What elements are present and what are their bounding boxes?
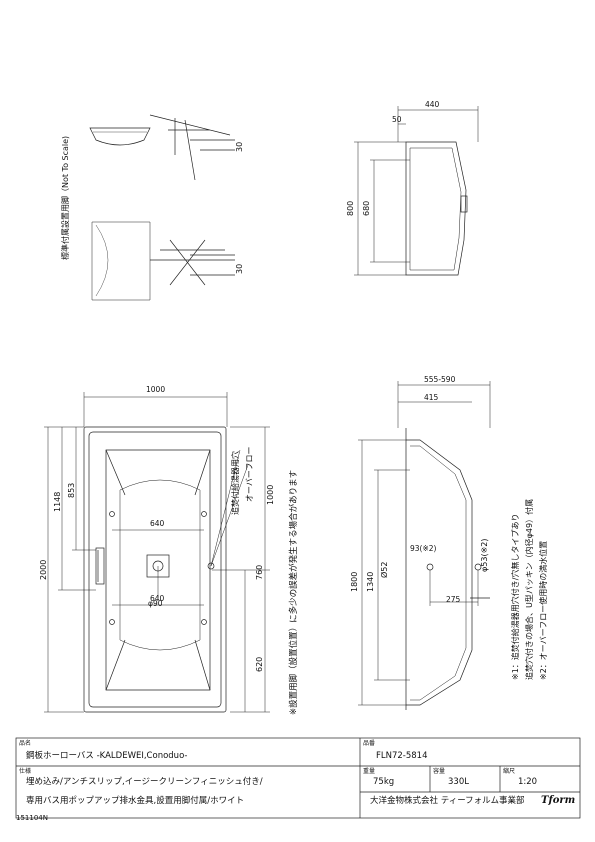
dim-853: 853 [67,482,76,498]
spec-line-1: 埋め込み/アンチスリップ,イージークリーンフィニッシュ付き/ [26,777,263,787]
dim-1000-top: 1000 [146,385,166,394]
installation-warning: ※設置用脚（設置位置）に多少の誤差が発生する場合があります [289,469,299,715]
capacity-value: 330L [448,777,469,787]
dim-2000: 2000 [39,559,48,580]
label-scale: 縮尺 [503,768,516,775]
side-view-bathtub [405,428,490,710]
dim-275: 275 [446,595,461,604]
dim-1340: 1340 [366,571,375,592]
title-block-frame [15,737,581,819]
dim-1148: 1148 [53,491,62,512]
dim-50: 50 [392,115,402,124]
weight-value: 75kg [373,777,395,787]
product-name: 鋼板ホーローバス -KALDEWEI,Conoduo- [26,751,188,761]
dim-760: 760 [255,564,264,580]
label-product-code: 品番 [363,740,376,747]
dim-640-upper: 640 [150,519,165,528]
dim-620: 620 [255,656,264,672]
label-weight: 重量 [363,768,376,775]
dim-1000-right: 1000 [266,484,275,505]
leg-detail-lower [91,221,235,301]
label-spec: 仕様 [19,768,32,775]
label-capacity: 容量 [433,768,446,775]
callout-overflow: オーバーフロー [245,446,254,502]
dim-phi90: φ90 [148,599,163,608]
end-view-bathtub [405,141,468,276]
company-name: 大洋金物株式会社 ティーフォルム事業部 [370,796,525,806]
spec-line-2: 専用バス用ポップアップ排水金具,設置用脚付属/ホワイト [26,796,245,806]
dim-555-590: 555-590 [424,375,456,384]
company-logo: Tform [541,795,576,806]
footnote-1-line-2: 追焚穴付きの場合、U型パッキン（内径φ49）付属 [525,498,534,680]
leg-detail-upper [89,114,235,181]
dim-30-lower: 30 [235,263,244,274]
dim-440: 440 [425,100,440,109]
top-view-bathtub [83,426,227,713]
dim-phi53: φ53(※2) [480,538,489,573]
dim-93: 93(※2) [410,544,437,553]
dim-30-upper: 30 [235,141,244,152]
product-code: FLN72-5814 [376,751,428,761]
dim-1800: 1800 [350,571,359,592]
dim-800: 800 [346,200,355,216]
dim-phi52: Ø52 [380,561,389,578]
callout-reheat-hole: 追焚付給湯器用穴 [231,451,240,515]
scale-value: 1:20 [518,777,538,787]
document-code: 151104N [16,814,48,822]
footnote-2: ※2：オーバーフロー使用時の満水位置 [539,540,548,680]
side-view-title: 標準付属設置用脚（Not To Scale) [61,135,70,260]
label-product-name: 品名 [19,740,32,747]
footnote-1-line-1: ※1：追焚付給湯器用穴付き/穴無しタイプあり [511,513,520,681]
dim-415: 415 [424,393,439,402]
dim-680: 680 [362,200,371,216]
dim-640-lower: 640 [150,594,165,603]
